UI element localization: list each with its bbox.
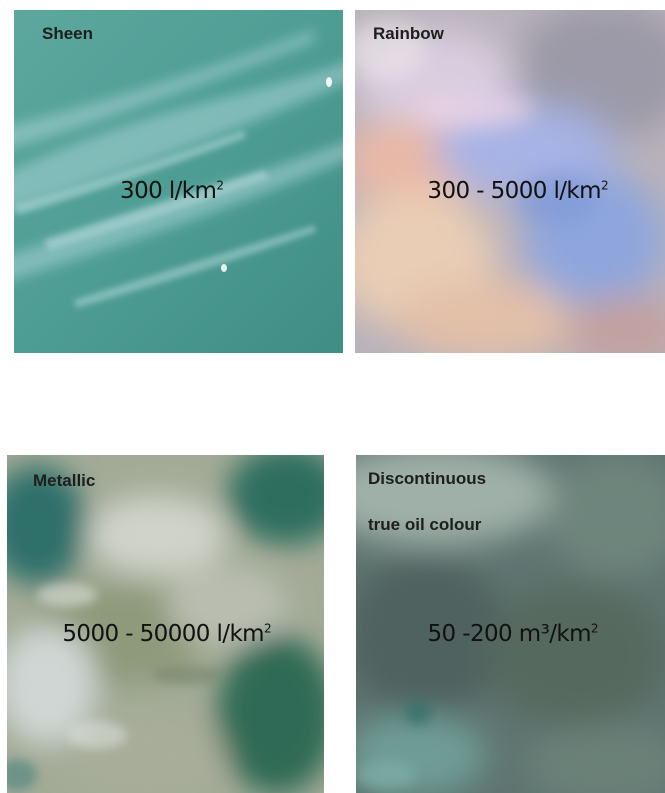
metallic-thickness-value: 5000 - 50000 l/km2 [62,621,271,647]
discontinuous-value-superscript: 2 [590,621,599,636]
discontinuous-label-line-1: Discontinuous [368,469,487,488]
sheen-label: Sheen [42,24,94,43]
rainbow-thickness-value: 300 - 5000 l/km2 [427,178,608,204]
discontinuous-label-line-2: true oil colour [368,515,482,534]
sheen-water-texture [14,10,343,353]
sheen-value-superscript: 2 [216,178,224,193]
discontinuous-oil-photo: Discontinuous true oil colour 50 -200 m³… [356,455,665,793]
metallic-oil-photo: Metallic 5000 - 50000 l/km2 [7,455,324,793]
metallic-value-text: 5000 - 50000 l/km [62,621,264,647]
sheen-value-text: 300 l/km [120,178,217,204]
sheen-thickness-value: 300 l/km2 [120,178,224,204]
discontinuous-oil-texture [356,455,665,793]
discontinuous-value-text: 50 -200 m³/km [427,621,591,647]
metallic-oil-texture [7,455,324,793]
sheen-oil-photo: Sheen 300 l/km2 [14,10,343,353]
rainbow-value-superscript: 2 [600,178,609,193]
metallic-label: Metallic [33,471,96,490]
metallic-value-superscript: 2 [263,621,272,636]
rainbow-oil-texture [355,10,665,353]
rainbow-value-text: 300 - 5000 l/km [427,178,601,204]
rainbow-label: Rainbow [373,24,444,43]
rainbow-oil-photo: Rainbow 300 - 5000 l/km2 [355,10,665,353]
discontinuous-thickness-value: 50 -200 m³/km2 [427,621,598,647]
